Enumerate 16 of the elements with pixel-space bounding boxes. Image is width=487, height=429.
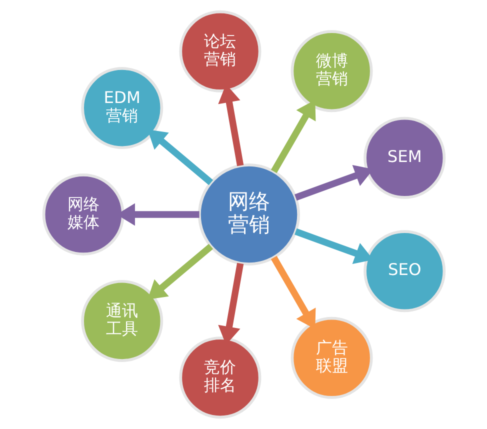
node-circle: 论坛营销 <box>178 10 261 92</box>
node-circle: 微博营销 <box>290 30 372 112</box>
node-circle: 网络媒体 <box>42 174 124 256</box>
node-circle: SEO <box>363 230 446 312</box>
arrow <box>270 256 316 330</box>
node-circle: 网络营销 <box>197 163 300 266</box>
node-circle: 广告联盟 <box>290 316 372 399</box>
arrow <box>147 244 213 300</box>
arrow <box>270 100 316 174</box>
node-circle: 通讯工具 <box>80 280 163 362</box>
arrow <box>294 228 373 264</box>
arrow <box>294 164 373 201</box>
node-circle: EDM营销 <box>80 67 163 150</box>
node-circle: 竞价排名 <box>178 336 261 419</box>
node-circle: SEM <box>363 116 446 199</box>
arrow <box>147 129 213 186</box>
